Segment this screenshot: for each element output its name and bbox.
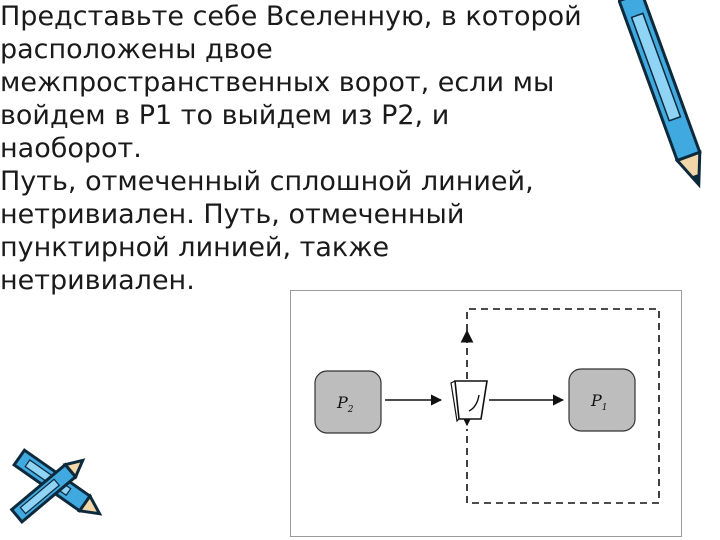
portal-diagram-svg: P2 P1 <box>314 308 660 504</box>
portal-subscript: 1 <box>602 403 608 413</box>
paragraph-1: Представьте себе Вселенную, в которой ра… <box>0 0 680 165</box>
text-line: расположены двое <box>0 34 273 65</box>
pencil-icon <box>618 0 702 189</box>
dashed-path <box>466 308 660 504</box>
text-line: Путь, отмеченный сплошной линией, <box>0 166 534 197</box>
portal-letter: P <box>590 391 602 410</box>
portal-p1: P1 <box>568 368 636 432</box>
svg-text:P1: P1 <box>590 391 608 413</box>
gate-shape <box>450 380 488 423</box>
portal-p2: P2 <box>314 370 382 434</box>
text-line: пунктирной линией, также <box>0 232 390 263</box>
text-line: наоборот. <box>0 133 142 164</box>
text-line: нетривиален. Путь, отмеченный <box>0 199 465 230</box>
paragraph-2: Путь, отмеченный сплошной линией, нетрив… <box>0 165 680 297</box>
svg-text:P2: P2 <box>336 393 354 415</box>
text-line: межпространственных ворот, если мы <box>0 67 555 98</box>
text-line: Представьте себе Вселенную, в которой <box>0 1 582 32</box>
portal-diagram: P2 P1 <box>290 290 682 537</box>
pencil-icon <box>9 448 103 524</box>
slide-text: Представьте себе Вселенную, в которой ра… <box>0 0 680 297</box>
text-line: нетривиален. <box>0 265 195 296</box>
portal-letter: P <box>336 393 348 412</box>
text-line: войдем в P1 то выйдем из P2, и <box>0 100 450 131</box>
portal-subscript: 2 <box>347 405 354 415</box>
